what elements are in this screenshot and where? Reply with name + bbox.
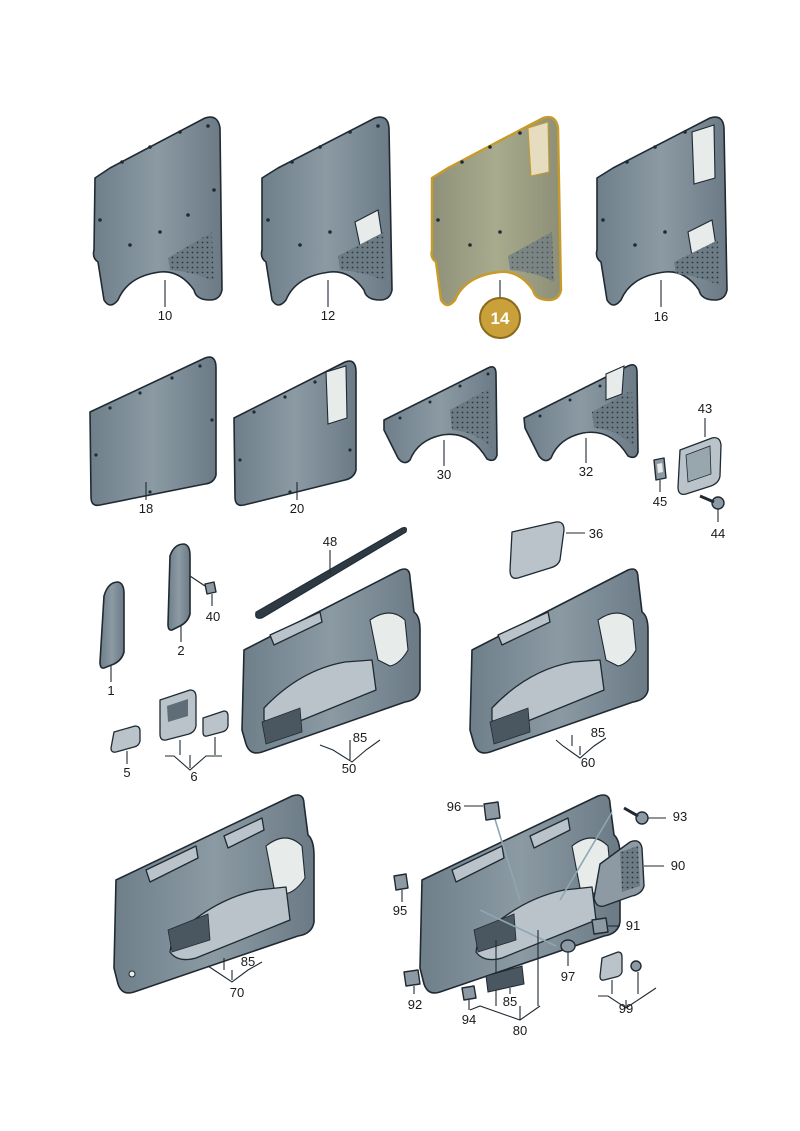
panel-16: 16 bbox=[595, 116, 728, 324]
label-90: 90 bbox=[671, 858, 685, 873]
label-93: 93 bbox=[673, 809, 687, 824]
label-80: 80 bbox=[513, 1023, 527, 1038]
part-92-clip: 92 bbox=[403, 969, 422, 1012]
part-45-clip: 45 bbox=[653, 457, 667, 509]
label-99: 99 bbox=[619, 1001, 633, 1016]
part-2-trim: 2 bbox=[167, 543, 191, 658]
label-6: 6 bbox=[190, 769, 197, 784]
label-16: 16 bbox=[654, 309, 668, 324]
label-40: 40 bbox=[206, 609, 220, 624]
label-91: 91 bbox=[626, 918, 640, 933]
label-70: 70 bbox=[230, 985, 244, 1000]
label-97: 97 bbox=[561, 969, 575, 984]
part-90-cover: 90 bbox=[593, 840, 685, 908]
part-91-clip: 91 bbox=[591, 917, 640, 935]
label-45: 45 bbox=[653, 494, 667, 509]
highlight-badge-label: 14 bbox=[491, 309, 510, 328]
label-36: 36 bbox=[589, 526, 603, 541]
part-94-clip: 94 bbox=[461, 985, 477, 1027]
label-20: 20 bbox=[290, 501, 304, 516]
label-12: 12 bbox=[321, 308, 335, 323]
label-2: 2 bbox=[177, 643, 184, 658]
label-32: 32 bbox=[579, 464, 593, 479]
label-94: 94 bbox=[462, 1012, 476, 1027]
part-99-bracket: 99 bbox=[598, 951, 657, 1016]
panel-12: 12 bbox=[260, 116, 393, 323]
label-1: 1 bbox=[107, 683, 114, 698]
panel-20: 20 bbox=[233, 360, 357, 516]
label-48: 48 bbox=[323, 534, 337, 549]
label-44: 44 bbox=[711, 526, 725, 541]
label-85-d: 85 bbox=[503, 994, 517, 1009]
part-43-cover: 43 bbox=[677, 401, 722, 495]
label-85-a: 85 bbox=[353, 730, 367, 745]
highlight-badge[interactable] bbox=[479, 297, 521, 339]
part-40-clip: 40 bbox=[189, 575, 220, 624]
panel-30: 30 bbox=[383, 366, 498, 482]
part-97-cap: 97 bbox=[560, 939, 576, 984]
label-50: 50 bbox=[342, 761, 356, 776]
part-44-screw: 44 bbox=[699, 494, 725, 541]
part-96-clip: 96 bbox=[447, 799, 501, 821]
part-48-strip: 48 bbox=[255, 527, 407, 619]
panel-14-highlighted: 14 bbox=[430, 115, 563, 339]
panel-18: 18 bbox=[89, 356, 217, 516]
part-36-cover: 36 bbox=[509, 521, 603, 579]
label-85-b: 85 bbox=[591, 725, 605, 740]
part-1-trim: 1 bbox=[99, 581, 125, 698]
label-10: 10 bbox=[158, 308, 172, 323]
part-6-grille: 6 bbox=[159, 689, 229, 784]
label-85-c: 85 bbox=[241, 954, 255, 969]
label-18: 18 bbox=[139, 501, 153, 516]
part-5-switch: 5 bbox=[110, 725, 141, 780]
label-5: 5 bbox=[123, 765, 130, 780]
label-92: 92 bbox=[408, 997, 422, 1012]
label-96: 96 bbox=[447, 799, 461, 814]
panel-10: 10 bbox=[92, 116, 223, 323]
label-60: 60 bbox=[581, 755, 595, 770]
label-43: 43 bbox=[698, 401, 712, 416]
panel-50: 85 50 bbox=[241, 568, 421, 776]
part-95-clip: 95 bbox=[393, 873, 409, 918]
panel-80-assembly: 80 bbox=[419, 794, 621, 1038]
label-95: 95 bbox=[393, 903, 407, 918]
label-30: 30 bbox=[437, 467, 451, 482]
panel-32: 32 bbox=[523, 364, 639, 479]
part-93-screw: 93 bbox=[623, 806, 687, 825]
part-85-grille: 85 bbox=[485, 965, 525, 1009]
panel-70: 85 70 bbox=[113, 794, 315, 1000]
panel-60: 85 60 bbox=[469, 568, 649, 770]
